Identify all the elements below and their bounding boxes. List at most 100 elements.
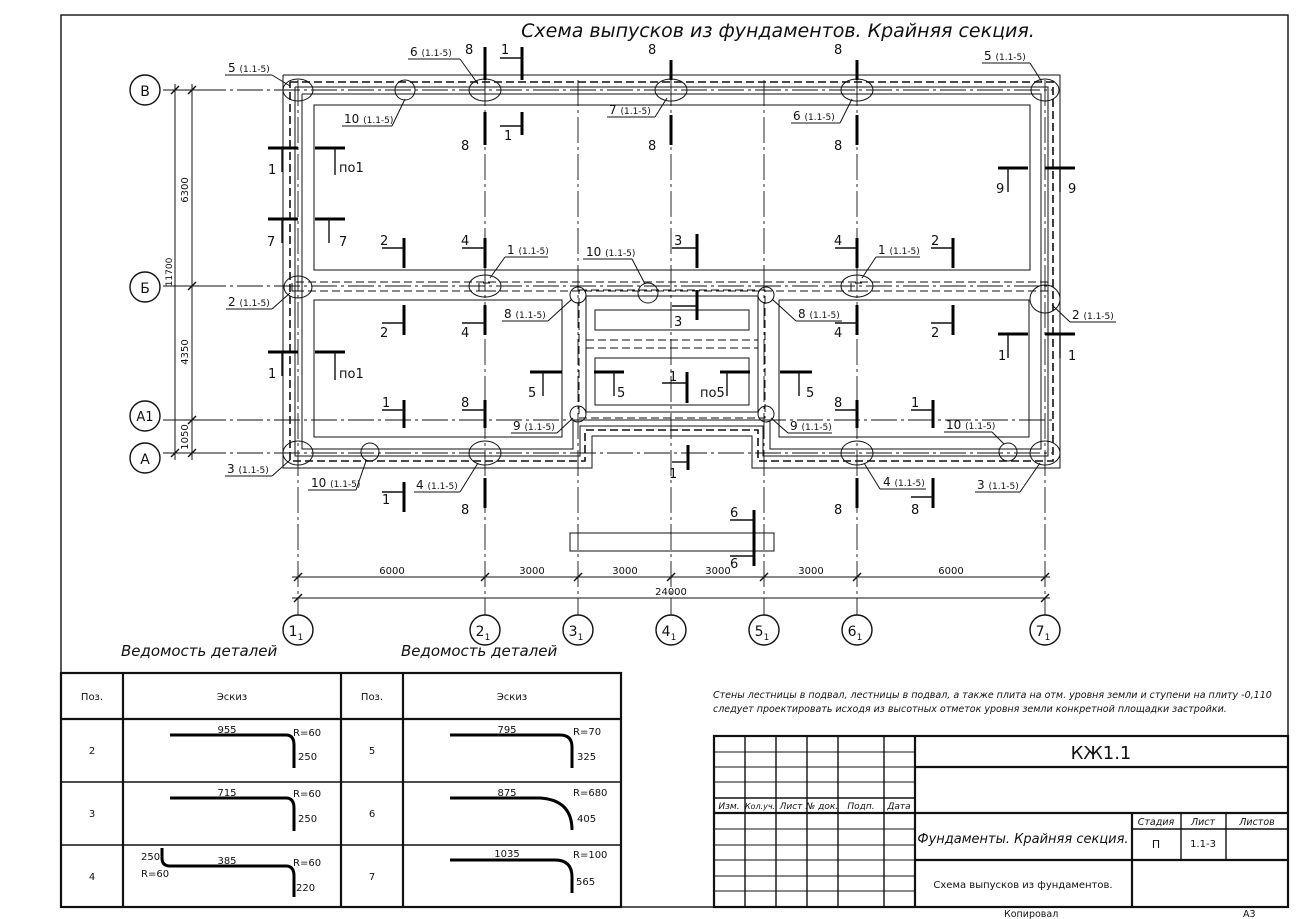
sketch-radius: R=60	[293, 789, 321, 800]
document-code: КЖ1.1	[1071, 743, 1132, 764]
sketch-length: 385	[217, 856, 236, 867]
sketch-radius: R=100	[573, 850, 607, 861]
sketch-length: 795	[497, 725, 516, 736]
section-marks	[268, 47, 1075, 566]
mark-label: 4	[834, 234, 842, 249]
pos-value: 4	[89, 872, 95, 883]
mark-label: 8	[648, 43, 656, 58]
sketch-leg: 325	[577, 752, 596, 763]
callout: 10 (1.1-5)	[946, 418, 995, 432]
callout: 8 (1.1-5)	[798, 307, 840, 321]
callout: 2 (1.1-5)	[228, 295, 270, 309]
mark-label: 8	[834, 396, 842, 411]
sheet-value: 1.1-3	[1190, 839, 1216, 850]
sketch-radius: R=680	[573, 788, 607, 799]
callout: 10 (1.1-5)	[344, 112, 393, 126]
dim-horizontal: 6000	[938, 566, 963, 577]
sketch-length: 955	[217, 725, 236, 736]
row-axis-label: Б	[140, 281, 150, 297]
mark-label: 4	[834, 326, 842, 341]
row-axis-label: А	[140, 452, 150, 468]
callout: 6 (1.1-5)	[793, 109, 835, 123]
table-header-sketch: Эскиз	[217, 692, 247, 703]
sketch-length: 1035	[494, 849, 519, 860]
callout: 7 (1.1-5)	[609, 103, 651, 117]
pos-value: 2	[89, 746, 95, 757]
mark-label: по1	[339, 161, 364, 176]
callout: 1 (1.1-5)	[507, 243, 549, 257]
section-mark-labels: 8 1 8 8 8 1 8 8 1 по1 9 9 7 7 2 4 3 4 2 …	[267, 43, 1076, 572]
callout: 9 (1.1-5)	[790, 419, 832, 433]
pos-value: 5	[369, 746, 375, 757]
details-heading: Ведомость деталей	[121, 642, 277, 660]
mark-label: 1	[268, 163, 276, 178]
mark-label: 1	[911, 396, 919, 411]
mark-label: 4	[461, 326, 469, 341]
mark-label: 4	[461, 234, 469, 249]
mark-label: 8	[461, 396, 469, 411]
stage-value: П	[1152, 838, 1160, 851]
title-block-header: Изм.	[718, 802, 739, 812]
col-axis-label: 31	[569, 624, 584, 643]
col-axis-label: 11	[289, 624, 304, 643]
mark-label: 2	[931, 326, 939, 341]
mark-label: 1	[501, 43, 509, 58]
mark-label: по5	[700, 386, 725, 401]
title-block-header: Подп.	[847, 802, 874, 812]
col-axis-label: 51	[755, 624, 770, 643]
sketch-extra-radius: R=60	[141, 869, 169, 880]
row-axis-markers: В Б А1 А	[129, 74, 161, 474]
sketch-length: 875	[497, 788, 516, 799]
stage-label: Стадия	[1138, 817, 1175, 828]
note-line: следует проектировать исходя из высотных…	[713, 704, 1227, 715]
sketch-leg: 565	[576, 877, 595, 888]
dim-vertical: 6300	[180, 177, 191, 202]
sketch-leg: 405	[577, 814, 596, 825]
title-block-header: № док.	[805, 802, 838, 812]
mark-label: 3	[674, 234, 682, 249]
sketch-length: 715	[217, 788, 236, 799]
table-header-sketch: Эскиз	[497, 692, 527, 703]
mark-label: 5	[806, 386, 814, 401]
mark-label: 2	[380, 234, 388, 249]
title-block: Изм. Кол.уч. Лист № док. Подп. Дата КЖ1.…	[712, 734, 1290, 909]
dim-horizontal: 6000	[379, 566, 404, 577]
mark-label: 6	[730, 557, 738, 572]
mark-label: 2	[931, 234, 939, 249]
mark-label: 9	[996, 182, 1004, 197]
mark-label: 5	[528, 386, 536, 401]
mark-label: 1	[268, 367, 276, 382]
sheets-label: Листов	[1238, 817, 1275, 828]
callout: 3 (1.1-5)	[227, 462, 269, 476]
row-axis-label: В	[140, 84, 150, 100]
horizontal-dimensions: 6000 3000 3000 3000 3000 6000 24000	[292, 566, 1050, 603]
mark-label: 1	[504, 129, 512, 144]
title-block-header: Кол.уч.	[745, 802, 775, 811]
col-axis-label: 71	[1036, 624, 1051, 643]
pos-value: 6	[369, 809, 375, 820]
sketch-leg: 250	[298, 752, 317, 763]
callout: 4 (1.1-5)	[416, 478, 458, 492]
mark-label: 8	[834, 503, 842, 518]
mark-label: 1	[382, 396, 390, 411]
mark-label: 8	[648, 139, 656, 154]
mark-label: 8	[834, 139, 842, 154]
sketch-leg: 250	[298, 814, 317, 825]
dim-vertical: 4350	[180, 339, 191, 364]
mark-label: 2	[380, 326, 388, 341]
mark-label: 6	[730, 506, 738, 521]
mark-label: 1	[998, 349, 1006, 364]
callout: 10 (1.1-5)	[311, 476, 360, 490]
dim-horizontal: 3000	[519, 566, 544, 577]
note-line: Стены лестницы в подвал, лестницы в подв…	[713, 690, 1272, 701]
mark-label: 3	[674, 315, 682, 330]
mark-label: 1	[669, 467, 677, 482]
table-header-pos: Поз.	[81, 692, 103, 703]
dim-horizontal: 3000	[612, 566, 637, 577]
mark-label: 8	[461, 139, 469, 154]
mark-label: 8	[461, 503, 469, 518]
mark-label: 1	[382, 493, 390, 508]
mark-label: 1	[669, 370, 677, 385]
column-axis-markers: 11 21 31 41 51 61 71	[282, 614, 1061, 646]
